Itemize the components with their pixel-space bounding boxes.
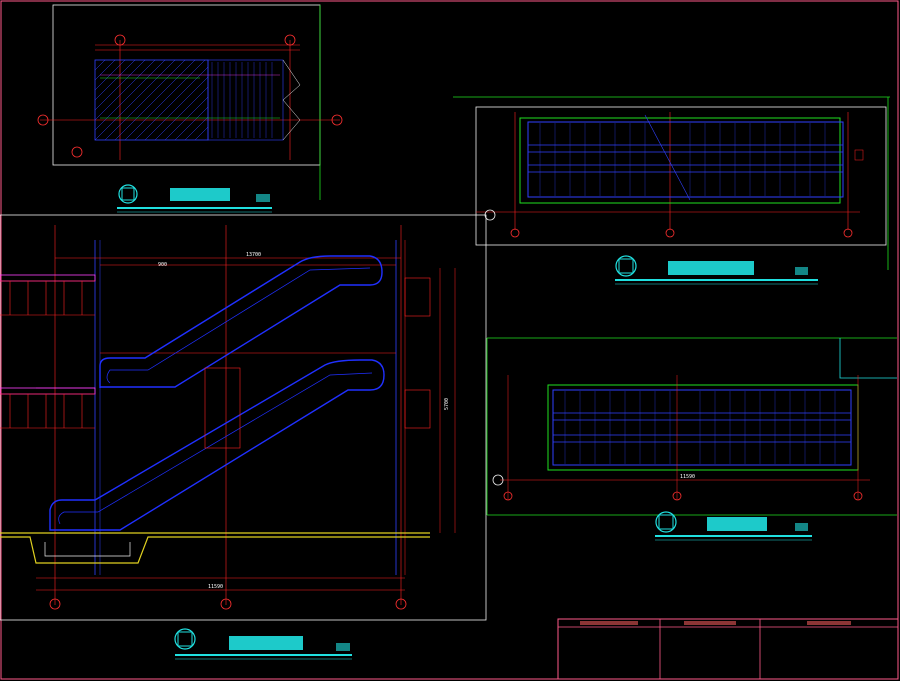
dim-section-top: 13700	[246, 252, 261, 258]
view-caption-plan-right-upper	[615, 255, 818, 285]
view-caption-plan-top-left	[117, 184, 272, 213]
dim-section-rise: 5700	[444, 398, 450, 410]
section-dimension-labels: 13700 11590 5700 11590 900	[158, 252, 695, 590]
view-caption-section-main	[174, 628, 352, 660]
dim-plan-length: 11590	[680, 474, 695, 480]
plan-view-right-upper	[453, 96, 890, 270]
dim-small: 900	[158, 262, 167, 268]
plan-view-top-left	[37, 4, 343, 200]
plan-view-right-lower	[486, 337, 897, 516]
dim-section-bottom: 11590	[208, 584, 223, 590]
title-block	[557, 618, 899, 680]
view-caption-plan-right-lower	[655, 511, 812, 541]
section-view-main	[0, 214, 487, 621]
